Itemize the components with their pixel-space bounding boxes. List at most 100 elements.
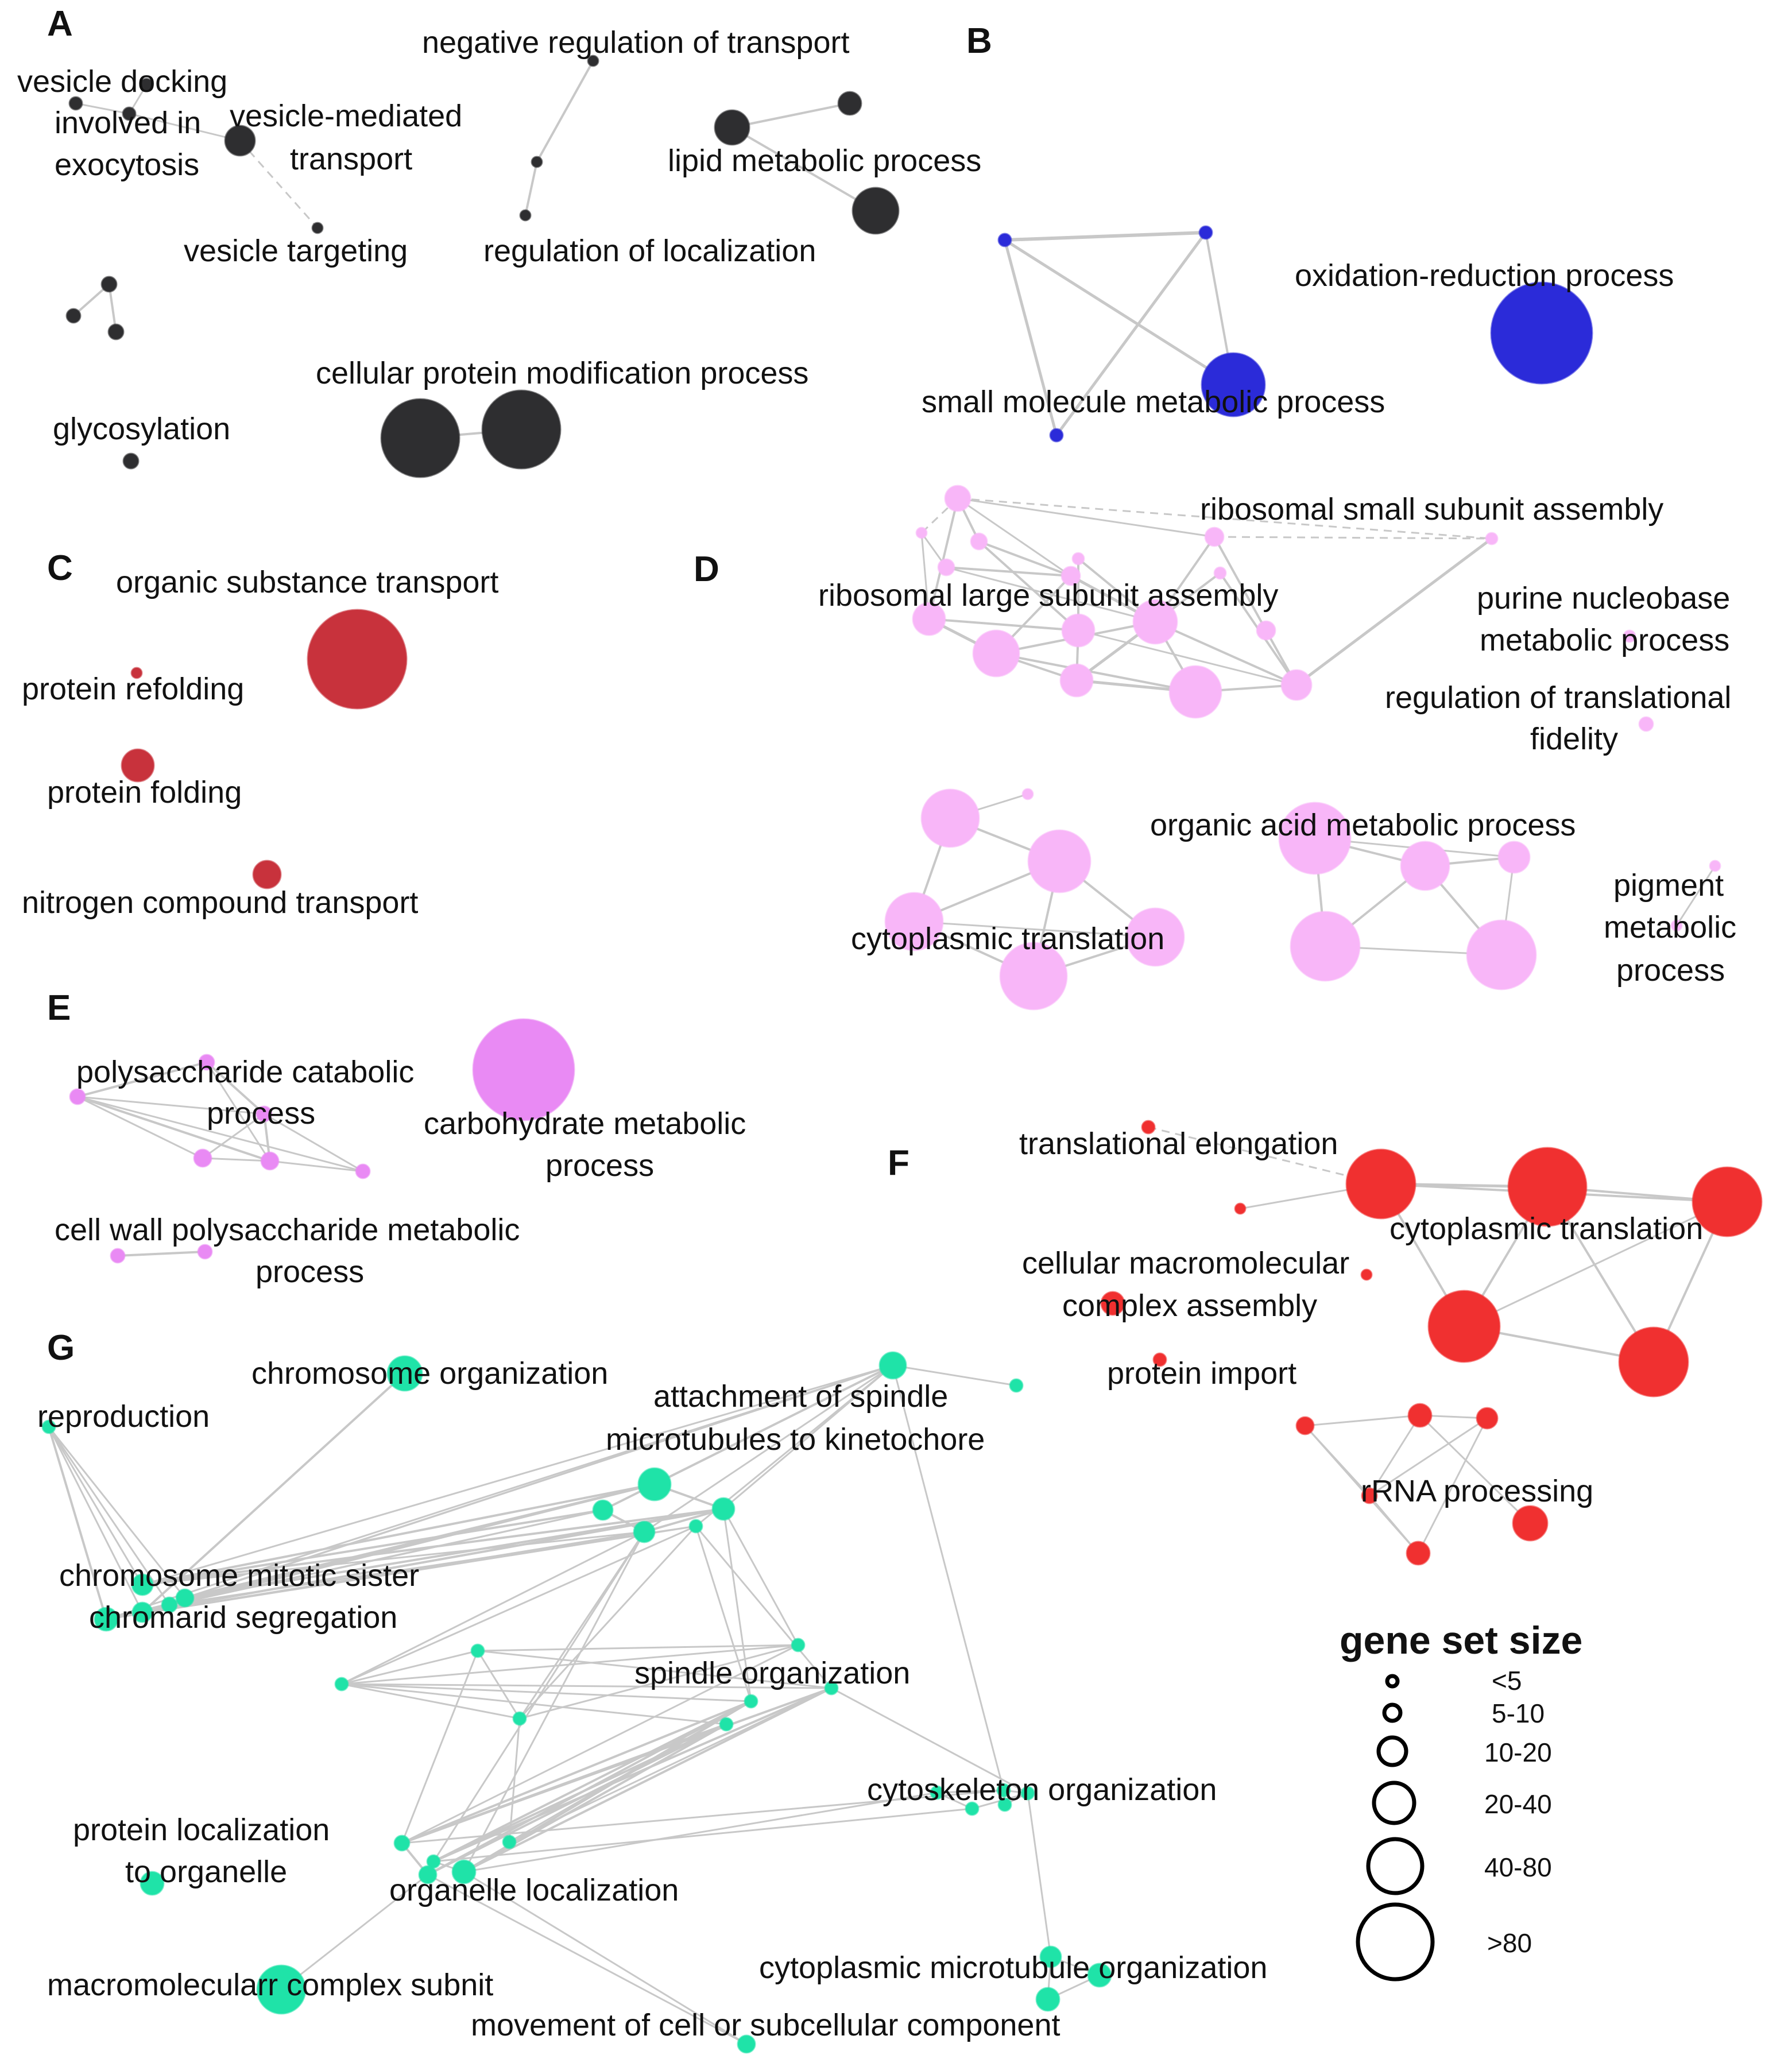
node-g22 [996,1783,1011,1798]
edge-d1-d5 [957,497,1215,538]
node-e2 [198,1054,215,1071]
node-f16 [1406,1541,1431,1566]
node-g15 [470,1643,485,1658]
edge-a9-a11 [731,126,877,212]
node-d5 [1204,527,1225,547]
node-g28 [502,1835,517,1849]
edge-e3-e5 [77,1096,203,1159]
edge-g4-g12 [48,1426,171,1605]
node-g30 [451,1859,477,1884]
node-g2 [878,1351,907,1380]
edge-b2-b4 [1055,231,1207,436]
node-d4 [1071,552,1085,566]
edge-g8-g29 [432,1531,645,1862]
label-rrna-processing: rRNA processing [1361,1474,1593,1508]
edge-f4-f8 [1464,1201,1728,1328]
label-pigment-metabolic-1: pigment [1613,868,1724,903]
edge-f12-f14 [1368,1415,1421,1496]
node-d23 [884,892,944,951]
label-regulation-translational-fidelity-1: regulation of translational [1385,680,1731,715]
node-e4 [256,1105,273,1123]
node-f6 [1360,1268,1373,1281]
node-f4 [1692,1166,1763,1237]
edge-e3-e6 [77,1096,270,1162]
node-d32 [1670,919,1683,932]
label-attachment-spindle-2: microtubules to kinetochore [606,1422,985,1457]
edge-e3-e7 [77,1096,363,1172]
edge-g7-g16 [722,1508,799,1646]
legend-title: gene set size [1340,1619,1582,1662]
edge-g17-g9 [341,1525,696,1685]
edge-g29-g18 [433,1687,832,1863]
edge-d5-d9 [1214,536,1492,540]
label-chromosome-organization: chromosome organization [251,1356,608,1391]
label-pigment-metabolic-3: process [1616,953,1725,988]
node-c1 [307,609,408,710]
node-a8 [519,209,532,222]
node-d30 [1466,919,1537,990]
node-g31 [418,1865,438,1884]
panel-g-labels: chromosome organization attachment of sp… [37,1356,1267,2042]
label-protein-localization-2: to organelle [125,1855,287,1889]
edge-g12-g9 [169,1525,696,1606]
node-a2 [139,78,154,92]
legend-circle-10-20 [1376,1735,1408,1767]
label-chromosome-mitotic-2: chromarid segregation [89,1600,397,1635]
node-d31 [1709,860,1721,872]
panel-letter-e: E [47,988,71,1028]
node-b3 [1201,352,1266,417]
panel-e-labels: polysaccharide catabolic process carbohy… [55,1055,746,1289]
label-oxidation-reduction: oxidation-reduction process [1295,258,1674,293]
node-g6 [592,1499,614,1521]
edge-b1-b4 [1003,239,1058,436]
node-d1 [944,485,972,512]
edge-g7-g19 [722,1508,752,1702]
nodes-layer [41,55,1763,2054]
node-f9 [1618,1326,1689,1398]
edge-f13-f16 [1417,1418,1488,1554]
panel-d-labels: ribosomal small subunit assembly ribosom… [818,492,1736,988]
node-f5 [1234,1202,1247,1215]
edge-g28-g19 [509,1700,752,1843]
node-a5 [311,222,324,234]
legend-label-5-10: 5-10 [1492,1698,1545,1728]
edge-g12-g6 [169,1509,603,1606]
edge-f11-f12 [1305,1414,1421,1427]
label-carbohydrate-metabolic-2: process [545,1148,654,1183]
panel-a-labels: vesicle docking involved in exocytosis v… [17,25,981,446]
edge-g17-g20 [341,1683,520,1720]
label-protein-folding: protein folding [47,775,242,810]
edge-a6-a7 [536,60,594,162]
panel-letter-b: B [966,21,992,61]
node-g25 [965,1801,980,1816]
edge-g4-g10 [48,1426,144,1585]
node-d27 [1400,841,1450,891]
node-d18 [1623,629,1636,643]
node-e6 [260,1151,280,1171]
node-d7 [1061,566,1081,586]
node-d2 [915,527,928,539]
edge-g10-g5 [142,1483,655,1586]
node-e8 [110,1248,126,1264]
label-regulation-localization: regulation of localization [483,234,816,268]
edge-g27-g19 [401,1700,752,1844]
edge-g2-g3 [892,1364,1017,1387]
edge-g31-g19 [427,1700,752,1876]
edge-d1-d2 [920,497,959,534]
edge-g31-g21 [427,1723,727,1876]
label-polysaccharide-catabolic-2: process [207,1096,315,1131]
edge-g30-g37 [463,1871,747,2045]
label-vesicle-mediated-1: vesicle-mediated [230,99,462,133]
edge-a7-a8 [524,161,538,216]
node-d17 [1280,669,1313,701]
label-cell-wall-polysaccharide-2: process [256,1255,364,1289]
label-purine-nucleobase-2: metabolic process [1480,623,1729,657]
label-organelle-localization: organelle localization [389,1873,679,1907]
node-g33 [1039,1945,1062,1968]
node-d20 [920,788,980,848]
edge-e8-e9 [117,1251,206,1257]
edge-b1-b2 [1004,231,1206,242]
edge-g4-g11 [48,1426,186,1599]
edge-d1-d10 [928,498,959,620]
node-g10 [131,1573,154,1596]
